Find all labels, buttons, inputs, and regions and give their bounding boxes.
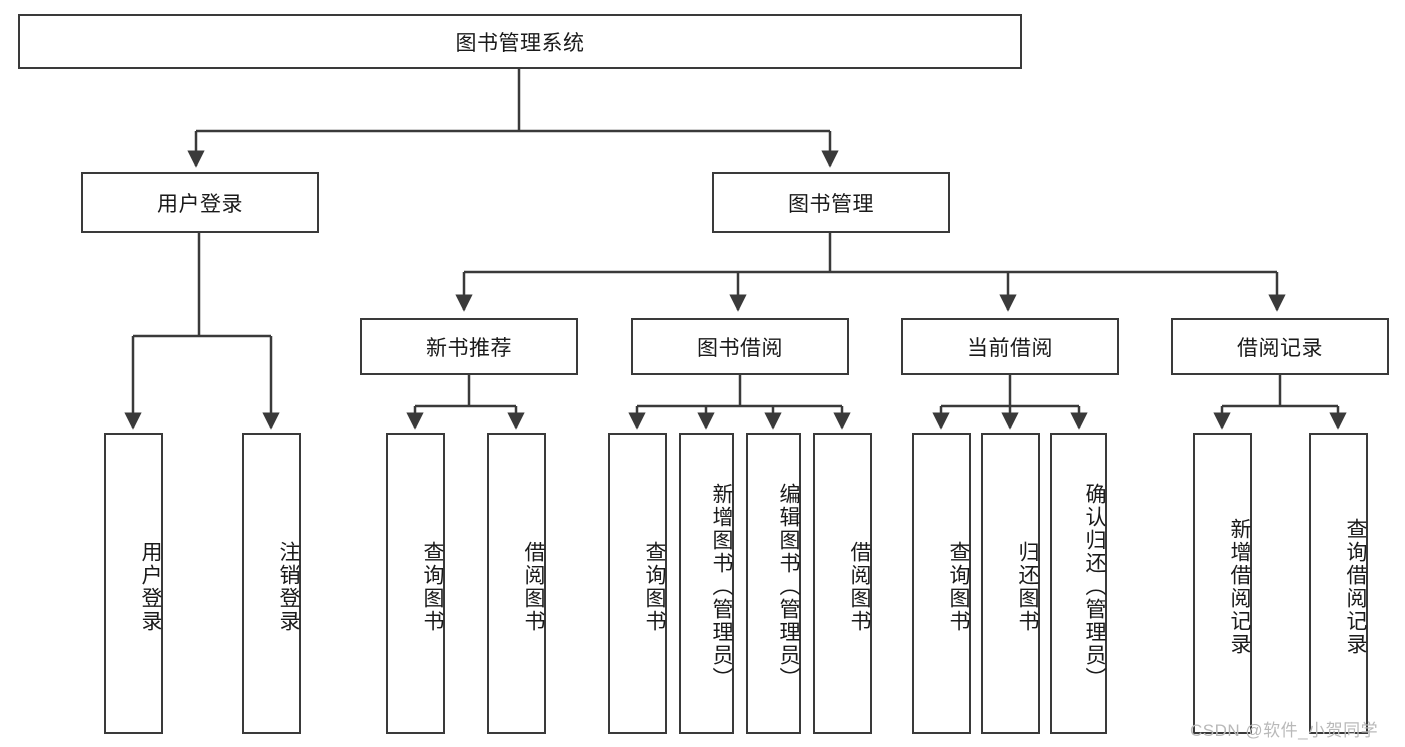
node-borrow-record[interactable]: 借阅记录 (1171, 318, 1389, 375)
node-leaf-query-book-recommend[interactable]: 查询图书 (386, 433, 445, 734)
node-label: 用户登录 (157, 192, 243, 216)
node-leaf-query-borrow-record[interactable]: 查询借阅记录 (1309, 433, 1368, 734)
node-new-book-recommend[interactable]: 新书推荐 (360, 318, 578, 375)
node-label: 查询借阅记录 (1344, 517, 1367, 656)
node-leaf-borrow-book[interactable]: 借阅图书 (813, 433, 872, 734)
node-label: 查询图书 (421, 540, 444, 633)
node-book-borrow[interactable]: 图书借阅 (631, 318, 849, 375)
node-leaf-borrow-book-recommend[interactable]: 借阅图书 (487, 433, 546, 734)
node-label: 图书管理 (788, 192, 874, 216)
node-label: 新增图书（管理员） (710, 483, 733, 690)
node-label: 新书推荐 (426, 336, 512, 360)
node-label: 查询图书 (643, 540, 666, 633)
node-leaf-query-book-borrow[interactable]: 查询图书 (608, 433, 667, 734)
node-label: 图书管理系统 (455, 31, 585, 55)
node-label: 用户登录 (139, 540, 162, 633)
node-label: 归还图书 (1016, 540, 1039, 633)
node-leaf-edit-book-admin[interactable]: 编辑图书（管理员） (746, 433, 801, 734)
node-label: 借阅记录 (1237, 336, 1323, 360)
node-leaf-user-login[interactable]: 用户登录 (104, 433, 163, 734)
node-book-management[interactable]: 图书管理 (712, 172, 950, 233)
node-user-login[interactable]: 用户登录 (81, 172, 319, 233)
node-leaf-add-borrow-record[interactable]: 新增借阅记录 (1193, 433, 1252, 734)
node-label: 编辑图书（管理员） (777, 483, 800, 690)
node-label: 借阅图书 (848, 540, 871, 633)
node-label: 注销登录 (277, 540, 300, 633)
node-current-borrow[interactable]: 当前借阅 (901, 318, 1119, 375)
node-label: 新增借阅记录 (1228, 517, 1251, 656)
node-label: 查询图书 (947, 540, 970, 633)
node-leaf-return-book[interactable]: 归还图书 (981, 433, 1040, 734)
node-leaf-logout[interactable]: 注销登录 (242, 433, 301, 734)
node-label: 当前借阅 (967, 336, 1053, 360)
node-leaf-confirm-return-admin[interactable]: 确认归还（管理员） (1050, 433, 1107, 734)
node-label: 图书借阅 (697, 336, 783, 360)
node-leaf-add-book-admin[interactable]: 新增图书（管理员） (679, 433, 734, 734)
node-label: 借阅图书 (522, 540, 545, 633)
node-leaf-query-book-current[interactable]: 查询图书 (912, 433, 971, 734)
watermark-csdn: CSDN @软件_小贺同学 (1190, 721, 1379, 740)
node-label: 确认归还（管理员） (1083, 483, 1106, 690)
node-root-book-management-system[interactable]: 图书管理系统 (18, 14, 1022, 69)
